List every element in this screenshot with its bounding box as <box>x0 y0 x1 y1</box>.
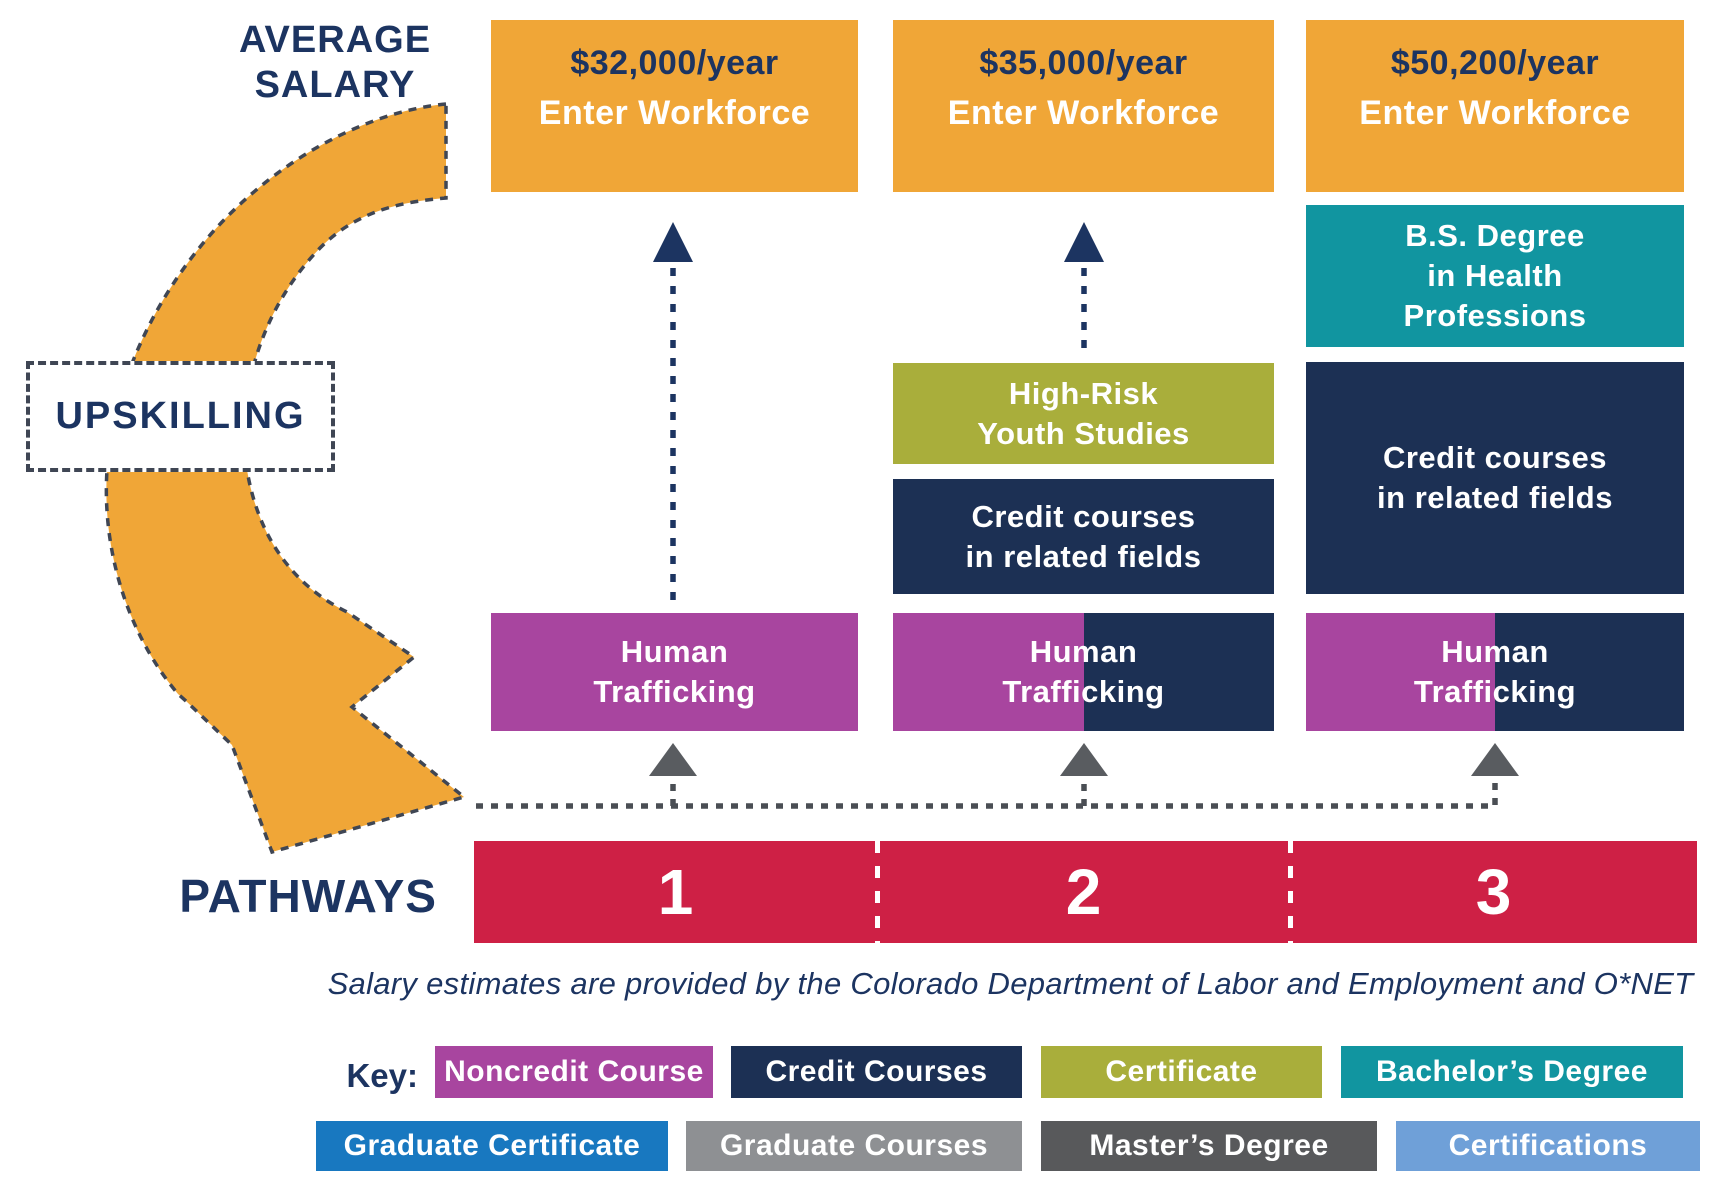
legend-credit-courses-label: Credit Courses <box>765 1055 988 1088</box>
legend-graduate-certificate: Graduate Certificate <box>316 1121 668 1171</box>
human-trafficking-label-pathway3: Human Trafficking <box>1413 634 1577 709</box>
salary-box-pathway1: $32,000/year Enter Workforce <box>491 20 858 192</box>
legend-graduate-courses-label: Graduate Courses <box>719 1129 989 1162</box>
noncredit-credit-split-background <box>893 613 1274 731</box>
salary-box-pathway3: $50,200/year Enter Workforce <box>1306 20 1684 192</box>
salary-source-footnote: Salary estimates are provided by the Col… <box>327 966 1694 1001</box>
pathway-3-number: 3 <box>1475 856 1512 928</box>
gray-up-arrow-pathway1-icon <box>649 743 697 776</box>
credit-courses-box-pathway2: Credit courses in related fields <box>893 479 1274 594</box>
human-trafficking-label-pathway1: Human Trafficking <box>593 634 756 709</box>
credit-courses-label-pathway3: Credit courses in related fields <box>1377 440 1613 515</box>
pathway-bar-divider-2 <box>1288 841 1293 943</box>
pathways-bar: 1 2 3 <box>474 841 1697 943</box>
dashed-connector-rail <box>476 778 1498 809</box>
pathway-1-segment: 1 <box>474 841 877 943</box>
credit-courses-box-pathway3: Credit courses in related fields <box>1306 362 1684 594</box>
salary-amount-pathway1: $32,000/year <box>570 44 779 82</box>
pathway-3-segment: 3 <box>1290 841 1697 943</box>
legend-certificate-label: Certificate <box>1105 1055 1258 1088</box>
gray-up-arrow-pathway2-icon <box>1060 743 1108 776</box>
bs-degree-label: B.S. Degree in Health Professions <box>1403 218 1587 333</box>
upskilling-label: UPSKILLING <box>55 395 306 437</box>
legend-bachelors-degree-label: Bachelor’s Degree <box>1376 1055 1648 1088</box>
legend-graduate-courses: Graduate Courses <box>686 1121 1022 1171</box>
human-trafficking-label-pathway2: Human Trafficking <box>1002 634 1165 709</box>
legend-masters-degree-label: Master’s Degree <box>1089 1129 1329 1162</box>
salary-box-pathway2: $35,000/year Enter Workforce <box>893 20 1274 192</box>
enter-workforce-pathway2: Enter Workforce <box>947 93 1220 132</box>
human-trafficking-box-pathway1: Human Trafficking <box>491 613 858 731</box>
legend-certificate: Certificate <box>1041 1046 1322 1098</box>
salary-amount-pathway2: $35,000/year <box>979 44 1188 82</box>
pathway-1-number: 1 <box>657 856 694 928</box>
legend-masters-degree: Master’s Degree <box>1041 1121 1377 1171</box>
legend-graduate-certificate-label: Graduate Certificate <box>343 1129 641 1162</box>
salary-amount-pathway3: $50,200/year <box>1390 44 1600 82</box>
legend-certifications-label: Certifications <box>1448 1129 1648 1162</box>
noncredit-credit-split-background <box>1306 613 1684 731</box>
dashed-up-arrow-pathway2-icon <box>1064 222 1104 356</box>
human-trafficking-box-pathway3: Human Trafficking <box>1306 613 1684 731</box>
dashed-up-arrow-pathway1-icon <box>653 222 693 608</box>
certificate-box-pathway2: High-Risk Youth Studies <box>893 363 1274 464</box>
average-salary-heading: AVERAGE SALARY <box>238 19 432 106</box>
gray-up-arrow-pathway3-icon <box>1471 743 1519 776</box>
legend-noncredit-course: Noncredit Course <box>435 1046 713 1098</box>
key-label: Key: <box>346 1057 418 1094</box>
upskilling-arrow-icon <box>104 102 468 855</box>
pathway-2-number: 2 <box>1065 856 1102 928</box>
human-trafficking-box-pathway2: Human Trafficking <box>893 613 1274 731</box>
legend-bachelors-degree: Bachelor’s Degree <box>1341 1046 1683 1098</box>
certificate-label: High-Risk Youth Studies <box>977 375 1190 451</box>
pathways-heading: PATHWAYS <box>179 870 437 922</box>
legend-certifications: Certifications <box>1396 1121 1700 1171</box>
bs-degree-box-pathway3: B.S. Degree in Health Professions <box>1306 205 1684 347</box>
enter-workforce-pathway1: Enter Workforce <box>538 93 811 132</box>
upskilling-box: UPSKILLING <box>26 361 335 472</box>
enter-workforce-pathway3: Enter Workforce <box>1359 93 1631 132</box>
legend-credit-courses: Credit Courses <box>731 1046 1022 1098</box>
pathway-2-segment: 2 <box>877 841 1290 943</box>
credit-courses-label-pathway2: Credit courses in related fields <box>965 498 1202 574</box>
legend-noncredit-course-label: Noncredit Course <box>444 1055 704 1088</box>
pathway-bar-divider-1 <box>875 841 880 943</box>
